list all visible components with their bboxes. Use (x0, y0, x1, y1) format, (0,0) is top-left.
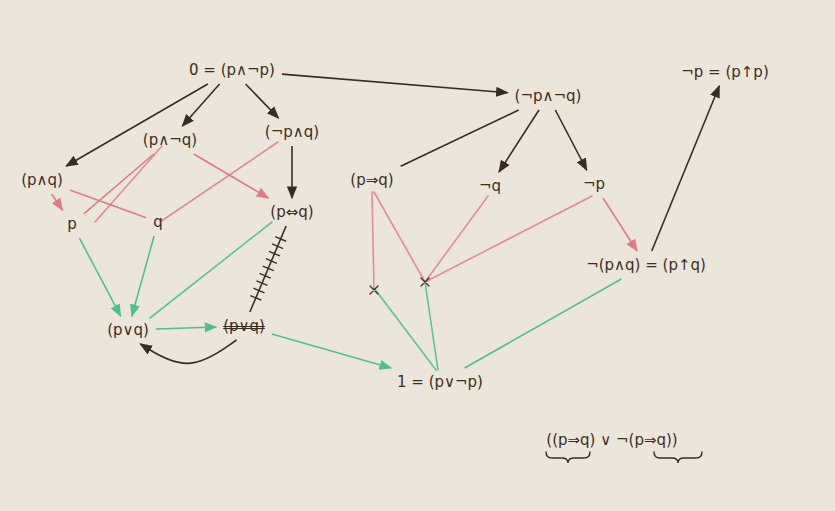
hatch-tick (250, 296, 261, 301)
formula-text: ¬p = (p↑p) (681, 63, 769, 81)
green-line (425, 282, 438, 370)
note-text: ((p⇒q) ∨ ¬(p⇒q)) (546, 431, 677, 449)
vertex-label: ¬p (579, 173, 609, 195)
vertex-label: (¬p∧¬q) (511, 85, 586, 107)
formula-text: (p⇒q) (350, 171, 393, 189)
underbrace (546, 452, 590, 463)
vertex-label: (p∨q) (219, 315, 269, 337)
hatch-tick (263, 266, 274, 271)
connector (66, 84, 208, 166)
vertex-label: q (149, 211, 167, 233)
connector (282, 74, 508, 93)
pink-line (372, 192, 374, 288)
connector (84, 154, 154, 214)
connector (140, 340, 236, 363)
connector (79, 238, 120, 316)
formula-text: (p∨q) (107, 321, 149, 339)
connector (182, 84, 219, 126)
hatch-tick (266, 259, 277, 264)
connector (603, 198, 637, 251)
hatch-tick (257, 281, 268, 286)
vertex-label: ¬p = (p↑p) (677, 61, 773, 83)
connector (652, 86, 720, 251)
connector (70, 190, 146, 218)
connector (465, 279, 622, 368)
connector (156, 327, 216, 329)
connector (250, 226, 286, 312)
formula-text: (p∨q) (223, 317, 265, 335)
formula-text: ¬p (583, 175, 605, 193)
formula-text: q (153, 213, 163, 231)
hatch-tick (253, 288, 264, 293)
connector (499, 110, 539, 172)
connector (401, 110, 519, 166)
vertex-label: (¬p∧q) (261, 121, 323, 143)
hatch-tick (275, 237, 286, 242)
connector (194, 154, 269, 198)
pink-line (425, 196, 488, 282)
vertex-label: (p⇔q) (266, 201, 317, 223)
vertex-label: (p∨q) (103, 319, 153, 341)
pink-line (374, 192, 425, 282)
formula-text: (¬p∧q) (265, 123, 319, 141)
pink-line (160, 142, 278, 222)
vertex-label: ¬(p∧q) = (p↑q) (582, 254, 710, 276)
formula-text: p (67, 215, 77, 233)
underbrace (654, 452, 702, 463)
hatch-tick (269, 251, 280, 256)
green-line (374, 288, 436, 370)
pink-line (425, 196, 592, 282)
vertex-label: p (63, 213, 81, 235)
connector (246, 84, 279, 118)
connector (291, 146, 293, 198)
formula-text: (p∧q) (21, 171, 63, 189)
hatch-tick (260, 273, 271, 278)
vertex-label: 1 = (p∨¬p) (393, 371, 487, 393)
connector (272, 334, 391, 368)
vertex-label: (p∧¬q) (139, 129, 201, 151)
connector (555, 110, 586, 170)
formula-text: ¬(p∧q) = (p↑q) (586, 256, 706, 274)
formula-text: 1 = (p∨¬p) (397, 373, 483, 391)
connector (52, 194, 63, 210)
vertex-label: ¬q (475, 175, 505, 197)
formula-text: (¬p∧¬q) (515, 87, 582, 105)
formula-text: (p∧¬q) (143, 131, 197, 149)
vertex-label: (p⇒q) (346, 169, 397, 191)
connector (132, 236, 154, 316)
formula-text: ¬q (479, 177, 501, 195)
vertex-label: (p∧q) (17, 169, 67, 191)
hatch-tick (272, 244, 283, 249)
formula-text: (p⇔q) (270, 203, 313, 221)
formula-text: 0 = (p∧¬p) (189, 61, 275, 79)
vertex-mark (370, 278, 429, 294)
vertex-label: 0 = (p∧¬p) (185, 59, 279, 81)
